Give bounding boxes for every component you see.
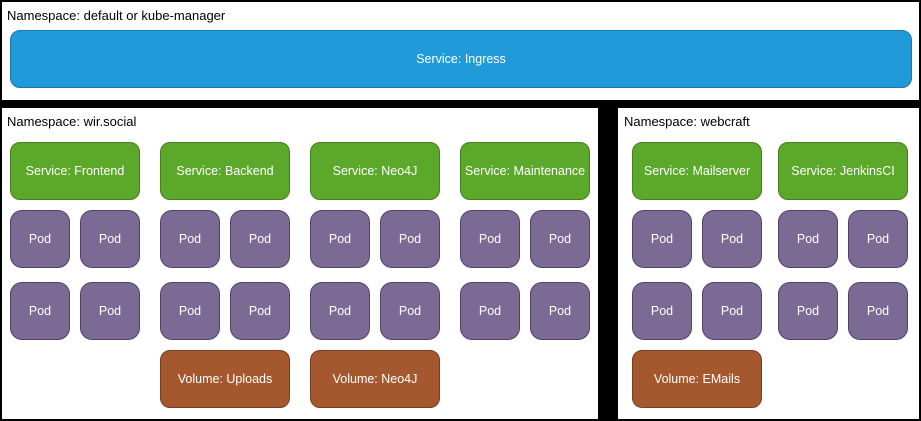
service-jenkinsci-box: Service: JenkinsCI: [778, 142, 908, 200]
pod-box: Pod: [310, 282, 370, 340]
volume-uploads-box: Volume: Uploads: [160, 350, 290, 408]
pod-box: Pod: [778, 282, 838, 340]
pod-box: Pod: [310, 210, 370, 268]
namespace-label: Namespace: webcraft: [624, 114, 750, 129]
pod-box: Pod: [80, 282, 140, 340]
pod-box: Pod: [702, 282, 762, 340]
service-neo4j-box: Service: Neo4J: [310, 142, 440, 200]
service-mailserver-box: Service: Mailserver: [632, 142, 762, 200]
service-ingress-box: Service: Ingress: [10, 30, 912, 88]
pod-box: Pod: [632, 282, 692, 340]
service-backend-box: Service: Backend: [160, 142, 290, 200]
pod-box: Pod: [632, 210, 692, 268]
pod-box: Pod: [530, 282, 590, 340]
pod-box: Pod: [230, 282, 290, 340]
service-maintenance-box: Service: Maintenance: [460, 142, 590, 200]
volume-neo4j-box: Volume: Neo4J: [310, 350, 440, 408]
pod-box: Pod: [702, 210, 762, 268]
service-ingress-label: Service: Ingress: [416, 52, 506, 66]
pod-box: Pod: [778, 210, 838, 268]
pod-box: Pod: [848, 210, 908, 268]
pod-box: Pod: [160, 282, 220, 340]
namespace-label: Namespace: default or kube-manager: [7, 8, 226, 23]
volume-emails-box: Volume: EMails: [632, 350, 762, 408]
pod-box: Pod: [460, 282, 520, 340]
pod-box: Pod: [10, 282, 70, 340]
pod-box: Pod: [160, 210, 220, 268]
pod-box: Pod: [460, 210, 520, 268]
pod-box: Pod: [380, 282, 440, 340]
pod-box: Pod: [530, 210, 590, 268]
pod-box: Pod: [848, 282, 908, 340]
pod-box: Pod: [380, 210, 440, 268]
namespace-panel-default-kube-manager: Namespace: default or kube-manager Servi…: [2, 2, 919, 100]
pod-box: Pod: [10, 210, 70, 268]
service-frontend-box: Service: Frontend: [10, 142, 140, 200]
pod-box: Pod: [230, 210, 290, 268]
pod-box: Pod: [80, 210, 140, 268]
namespace-label: Namespace: wir.social: [7, 114, 137, 129]
